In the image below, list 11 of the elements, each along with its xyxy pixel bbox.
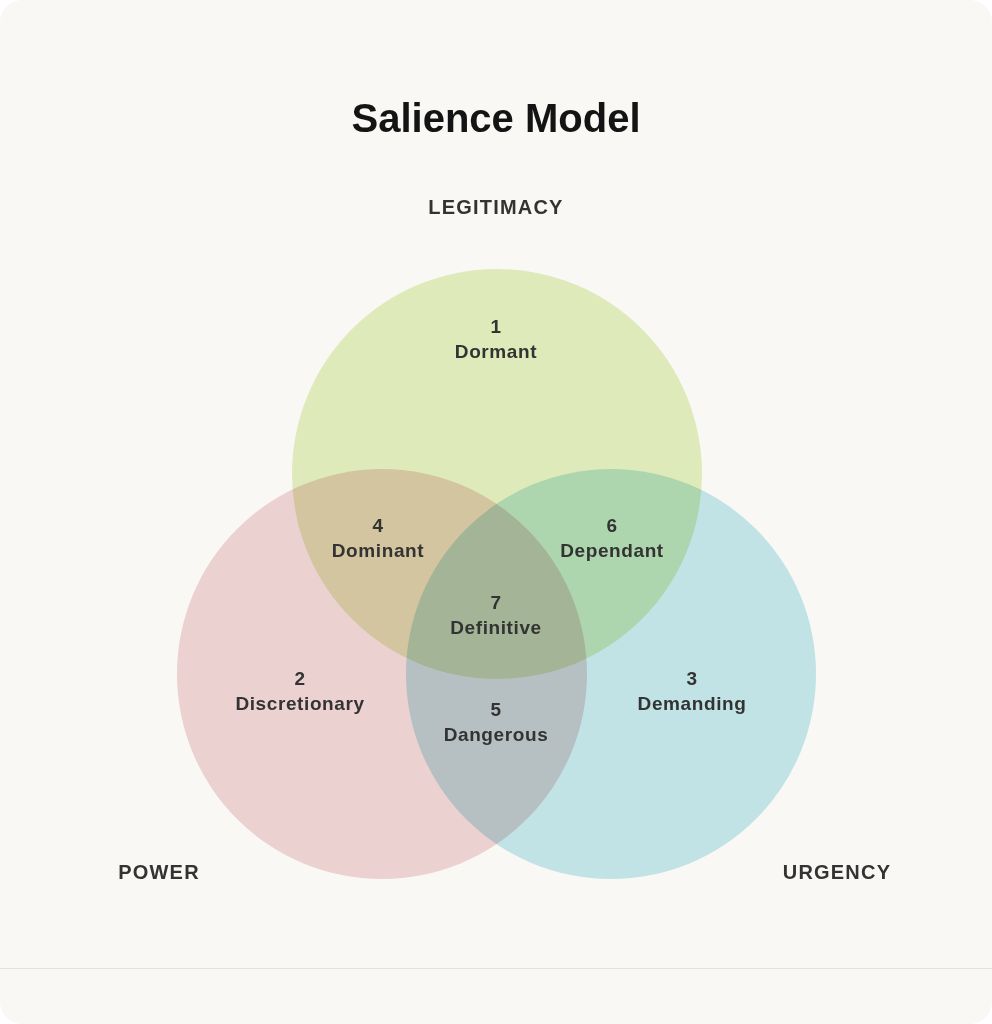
region-label: 3 Demanding bbox=[637, 666, 747, 716]
title: Salience Model bbox=[351, 95, 641, 141]
set-label: URGENCY bbox=[782, 860, 892, 884]
region-label: 1 Dormant bbox=[454, 314, 538, 364]
region-label: 6 Dependant bbox=[560, 513, 664, 563]
region-label: 7 Definitive bbox=[450, 590, 542, 640]
region-label: 2 Discretionary bbox=[235, 666, 365, 716]
set-label: LEGITIMACY bbox=[428, 195, 564, 219]
region-label: 4 Dominant bbox=[331, 513, 425, 563]
region-label: 5 Dangerous bbox=[443, 697, 549, 747]
set-label: POWER bbox=[118, 860, 200, 884]
